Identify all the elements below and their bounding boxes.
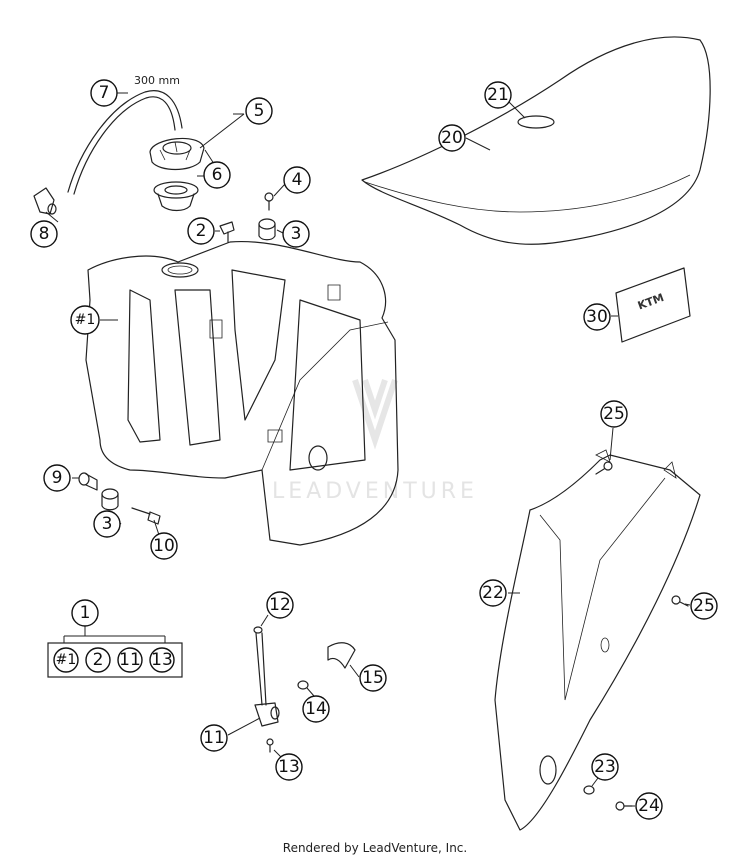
svg-text:13: 13 <box>278 757 300 777</box>
svg-text:12: 12 <box>269 595 291 615</box>
svg-text:20: 20 <box>441 128 463 148</box>
leader-lines <box>45 92 691 807</box>
side-panel-part <box>494 449 701 831</box>
elbow-fitting-part <box>33 187 57 215</box>
svg-text:25: 25 <box>693 596 715 616</box>
callout-13: 13 <box>275 753 303 781</box>
svg-text:3: 3 <box>102 514 113 534</box>
svg-text:21: 21 <box>487 85 509 105</box>
callout-15: 15 <box>359 664 387 692</box>
callout-14: 14 <box>302 695 330 723</box>
callout-11: 11 <box>200 724 228 752</box>
svg-text:2: 2 <box>93 650 104 670</box>
dimension-label: 300 mm <box>134 74 180 87</box>
fuel-cap-part <box>149 137 205 171</box>
fuel-line-part-15 <box>327 642 356 669</box>
kit-item-2: 2 <box>85 647 111 673</box>
callout-3-upper: 3 <box>282 220 310 248</box>
callout-25-upper: 25 <box>600 400 628 428</box>
callout-4: 4 <box>283 166 311 194</box>
svg-text:14: 14 <box>305 699 327 719</box>
svg-text:4: 4 <box>292 170 303 190</box>
callout-1: 1 <box>71 599 99 627</box>
watermark-text: LEADVENTURE <box>272 479 478 504</box>
seat-part <box>361 36 711 245</box>
bolt-part-10 <box>131 507 161 525</box>
screw-part-25-right <box>671 595 689 607</box>
ktm-logo-text: KTM <box>636 291 666 312</box>
svg-text:11: 11 <box>119 650 141 670</box>
svg-text:6: 6 <box>212 165 223 185</box>
clamp-part-14 <box>297 680 309 690</box>
svg-text:1: 1 <box>80 603 91 623</box>
svg-text:25: 25 <box>603 404 625 424</box>
ktm-decal-part: KTM <box>615 267 691 343</box>
bolt-part-2 <box>219 221 235 243</box>
screw-part-4 <box>264 192 274 211</box>
svg-text:10: 10 <box>153 536 175 556</box>
svg-text:7: 7 <box>99 83 110 103</box>
fuel-tank-part <box>85 240 399 546</box>
svg-text:3: 3 <box>291 224 302 244</box>
callout-20: 20 <box>438 124 466 152</box>
kit-item-1: #1 <box>53 647 79 673</box>
spacer-part-upper <box>258 218 276 241</box>
callout-3-lower: 3 <box>93 510 121 538</box>
callout-2-upper: 2 <box>187 217 215 245</box>
hose-part: 300 mm <box>67 74 183 195</box>
svg-text:24: 24 <box>638 796 660 816</box>
callout-22: 22 <box>479 579 507 607</box>
spacer-part-lower <box>101 488 119 511</box>
grommet-part-9 <box>78 472 98 491</box>
svg-text:11: 11 <box>203 728 225 748</box>
svg-text:23: 23 <box>594 757 616 777</box>
svg-text:22: 22 <box>482 583 504 603</box>
callout-7: 7 <box>90 79 118 107</box>
kit-item-3: 11 <box>117 647 143 673</box>
svg-text:15: 15 <box>362 668 384 688</box>
callout-9: 9 <box>43 464 71 492</box>
svg-text:30: 30 <box>586 307 608 327</box>
svg-text:9: 9 <box>52 468 63 488</box>
svg-text:8: 8 <box>39 224 50 244</box>
callout-tank-1: #1 <box>70 305 100 335</box>
watermark: LEADVENTURE <box>272 379 478 504</box>
screw-part-13 <box>266 738 274 753</box>
svg-text:#1: #1 <box>75 312 96 328</box>
callout-6: 6 <box>203 161 231 189</box>
cap-seal-part <box>153 181 199 212</box>
fuel-tap-part <box>253 626 280 727</box>
callout-30: 30 <box>583 303 611 331</box>
callout-25-right: 25 <box>690 592 718 620</box>
footer-credit: Rendered by LeadVenture, Inc. <box>283 841 467 855</box>
callout-8: 8 <box>30 220 58 248</box>
screw-part-24 <box>615 801 633 811</box>
svg-text:#1: #1 <box>56 652 77 668</box>
svg-text:2: 2 <box>196 221 207 241</box>
washer-part-23 <box>583 785 595 795</box>
callout-5: 5 <box>245 97 273 125</box>
kit-item-4: 13 <box>149 647 175 673</box>
callouts: 7 5 6 8 4 2 3 21 20 30 #1 9 3 10 25 22 2… <box>30 79 718 820</box>
screw-part-25-upper <box>595 461 613 475</box>
callout-24: 24 <box>635 792 663 820</box>
callout-23: 23 <box>591 753 619 781</box>
svg-text:13: 13 <box>151 650 173 670</box>
callout-12: 12 <box>266 591 294 619</box>
svg-text:5: 5 <box>254 101 265 121</box>
callout-10: 10 <box>150 532 178 560</box>
callout-21: 21 <box>484 81 512 109</box>
